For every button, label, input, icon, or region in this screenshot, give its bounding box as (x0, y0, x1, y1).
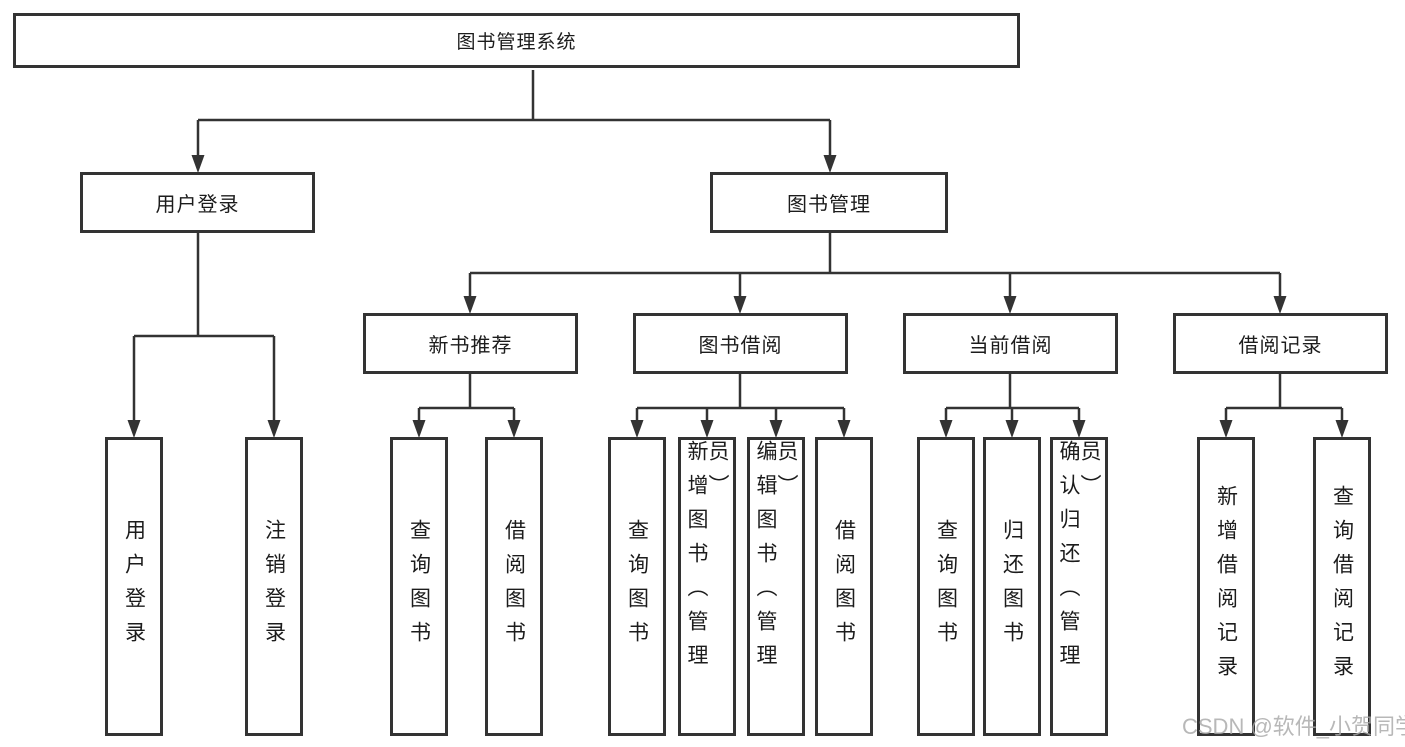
node-label: 图书管理 (787, 194, 871, 216)
node-label: 借阅图书 (832, 518, 856, 655)
leaf-borrow-books-recommend: 借阅图书 (485, 437, 543, 736)
node-current-borrowing: 当前借阅 (903, 313, 1118, 374)
node-library-management-system: 图书管理系统 (13, 13, 1020, 68)
leaf-add-books-admin: 新增图书（管理员） (678, 437, 736, 736)
leaf-add-borrow-record: 新增借阅记录 (1197, 437, 1255, 736)
node-book-borrowing: 图书借阅 (633, 313, 848, 374)
node-label: 注销登录 (262, 518, 286, 655)
node-label: 图书管理系统 (456, 32, 577, 53)
node-label: 查询图书 (625, 518, 649, 655)
node-label: 查询借阅记录 (1330, 484, 1354, 689)
node-label: 新增图书（管理员） (685, 440, 729, 678)
node-label: 确认归还（管理员） (1057, 440, 1101, 678)
leaf-query-books-recommend: 查询图书 (390, 437, 448, 736)
node-user-login: 用户登录 (80, 172, 315, 233)
node-label: 查询图书 (407, 518, 431, 655)
node-label: 归还图书 (1000, 518, 1024, 655)
node-label: 用户登录 (155, 194, 240, 216)
node-label: 新增借阅记录 (1214, 484, 1238, 689)
node-label: 借阅图书 (502, 518, 526, 655)
leaf-query-books-borrow: 查询图书 (608, 437, 666, 736)
leaf-query-books-current: 查询图书 (917, 437, 975, 736)
node-borrowing-records: 借阅记录 (1173, 313, 1388, 374)
node-label: 用户登录 (122, 518, 146, 655)
leaf-logout: 注销登录 (245, 437, 303, 736)
node-label: 当前借阅 (968, 335, 1053, 357)
csdn-watermark: CSDN @软件_小贺同学 (1182, 714, 1405, 739)
node-label: 图书借阅 (698, 335, 783, 357)
node-book-management: 图书管理 (710, 172, 948, 233)
leaf-query-borrow-record: 查询借阅记录 (1313, 437, 1371, 736)
node-new-book-recommendation: 新书推荐 (363, 313, 578, 374)
leaf-borrow-books: 借阅图书 (815, 437, 873, 736)
node-label: 借阅记录 (1238, 335, 1323, 357)
leaf-return-books: 归还图书 (983, 437, 1041, 736)
node-label: 新书推荐 (428, 335, 513, 357)
leaf-user-login: 用户登录 (105, 437, 163, 736)
leaf-edit-books-admin: 编辑图书（管理员） (747, 437, 805, 736)
node-label: 编辑图书（管理员） (754, 440, 798, 678)
leaf-confirm-return-admin: 确认归还（管理员） (1050, 437, 1108, 736)
node-label: 查询图书 (934, 518, 958, 655)
